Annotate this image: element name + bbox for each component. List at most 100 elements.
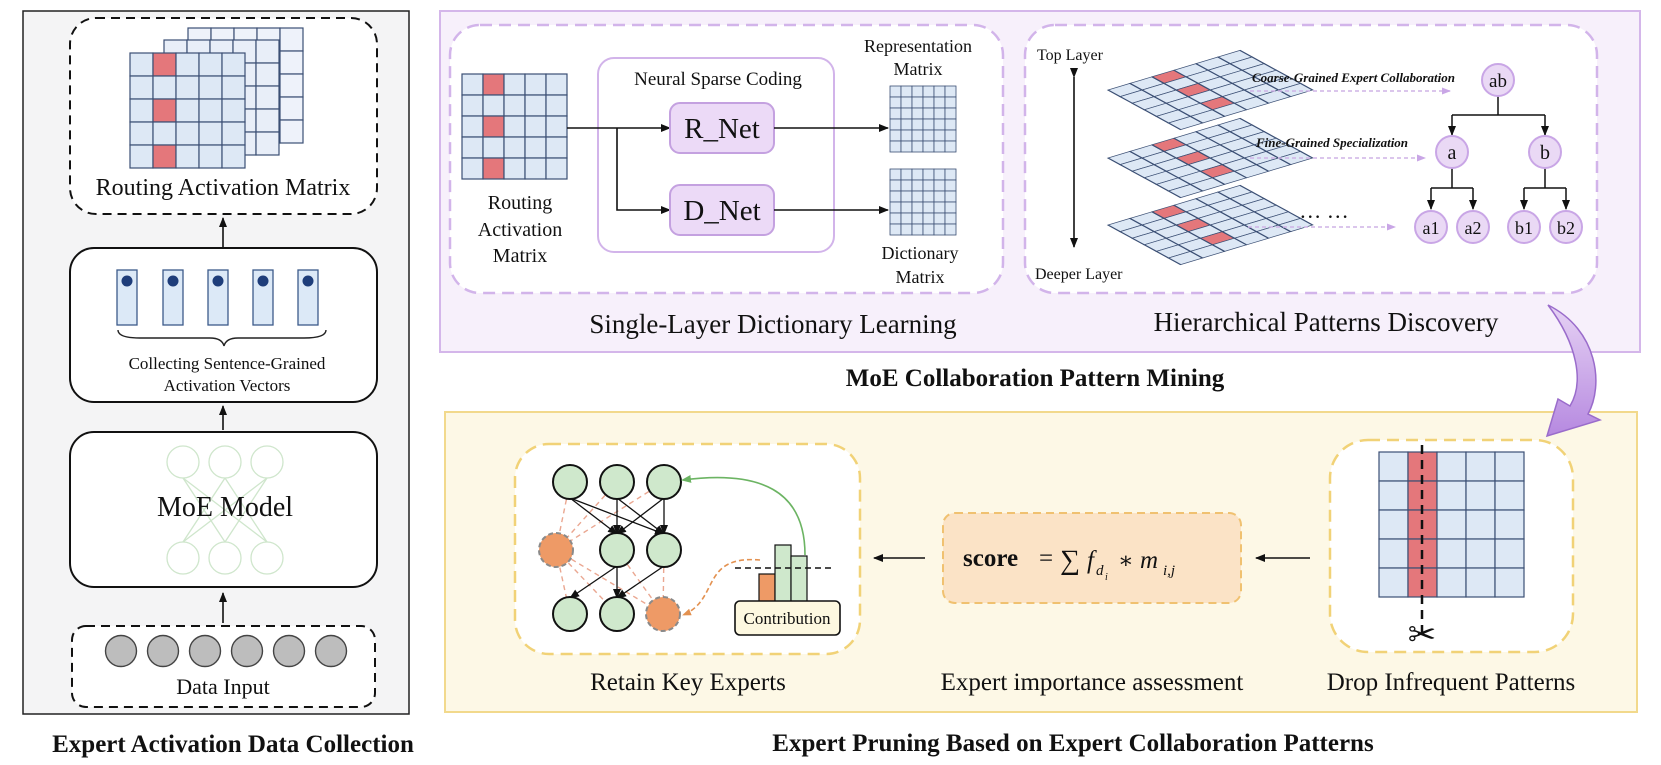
- drop-pattern-matrix: [1378, 451, 1525, 598]
- hierarchical-caption: Hierarchical Patterns Discovery: [1154, 307, 1499, 337]
- tree-node-b1: b1: [1507, 210, 1541, 244]
- activation-vectors: [116, 269, 319, 326]
- matrix-cell: [1494, 567, 1525, 598]
- input-token: [104, 634, 138, 668]
- matrix-cell: [922, 201, 935, 214]
- input-token: [314, 634, 348, 668]
- matrix-cell: [911, 190, 924, 203]
- matrix-cell: [1494, 538, 1525, 569]
- matrix-cell: [255, 62, 280, 87]
- collect-brace: [117, 329, 327, 347]
- matrix-cell: [461, 157, 484, 180]
- fine-label: Fine-Grained Specialization: [1255, 135, 1408, 150]
- matrix-cell: [524, 157, 547, 180]
- matrix-cell: [1436, 567, 1467, 598]
- matrix-cell: [900, 223, 913, 236]
- matrix-cell: [944, 201, 957, 214]
- matrix-cell-active: [152, 52, 177, 77]
- tree-node-a1: a1: [1414, 210, 1448, 244]
- data-input-label: Data Input: [176, 674, 269, 699]
- matrix-cell: [944, 129, 957, 142]
- matrix-cell: [175, 75, 200, 100]
- kept-expert-node: [646, 532, 682, 568]
- matrix-cell: [900, 129, 913, 142]
- matrix-cell: [911, 85, 924, 98]
- matrix-cell: [1465, 538, 1496, 569]
- matrix-cell: [922, 179, 935, 192]
- matrix-cell: [1378, 480, 1409, 511]
- matrix-cell: [911, 179, 924, 192]
- matrix-cell: [944, 96, 957, 109]
- matrix-cell: [944, 212, 957, 225]
- matrix-cell-active: [152, 144, 177, 169]
- matrix-cell: [545, 157, 568, 180]
- activation-vector: [252, 269, 274, 326]
- matrix-cell: [503, 136, 526, 159]
- routing-label-line1: Routing: [488, 192, 552, 214]
- matrix-cell: [545, 115, 568, 138]
- svg-text:∗: ∗: [1118, 548, 1134, 573]
- matrix-cell: [889, 118, 902, 131]
- kept-expert-node: [599, 532, 635, 568]
- matrix-cell: [944, 223, 957, 236]
- matrix-cell: [933, 179, 946, 192]
- expert-nodes: [538, 464, 682, 632]
- svg-text:a1: a1: [1423, 218, 1440, 238]
- data-collection-panel: Routing Activation Matrix Collecting Sen…: [22, 10, 410, 715]
- matrix-cell: [900, 212, 913, 225]
- matrix-cell: [900, 190, 913, 203]
- top-layer-label: Top Layer: [1037, 47, 1104, 64]
- matrix-cell: [152, 121, 177, 146]
- matrix-cell: [503, 115, 526, 138]
- r-net-label: R_Net: [684, 113, 760, 145]
- input-token: [146, 634, 180, 668]
- matrix-cell: [922, 223, 935, 236]
- activation-vector: [116, 269, 138, 326]
- collect-label-line1: Collecting Sentence-Grained: [129, 354, 326, 373]
- kept-expert-connections: [569, 497, 668, 599]
- svg-text:a: a: [1448, 142, 1457, 164]
- matrix-cell: [198, 52, 223, 77]
- matrix-cell: [922, 107, 935, 120]
- assessment-caption: Expert importance assessment: [941, 669, 1244, 696]
- matrix-cell: [944, 179, 957, 192]
- matrix-cell: [944, 107, 957, 120]
- matrix-cell: [933, 85, 946, 98]
- matrix-cell: [911, 96, 924, 109]
- dictionary-matrix: [889, 168, 957, 236]
- tree-node-a2: a2: [1456, 210, 1490, 244]
- matrix-cell: [175, 121, 200, 146]
- matrix-cell: [922, 168, 935, 181]
- matrix-cell: [129, 52, 154, 77]
- deeper-layer-label: Deeper Layer: [1035, 266, 1123, 283]
- matrix-cell: [1378, 451, 1409, 482]
- matrix-cell: [944, 118, 957, 131]
- layer-matrix-top: [1106, 49, 1314, 131]
- matrix-cell: [545, 94, 568, 117]
- matrix-cell: [889, 107, 902, 120]
- matrix-cell: [922, 118, 935, 131]
- matrix-cell: [221, 144, 246, 169]
- matrix-cell: [889, 190, 902, 203]
- activation-vector: [297, 269, 319, 326]
- tree-node-a: a: [1435, 135, 1469, 169]
- matrix-cell: [933, 190, 946, 203]
- pruned-expert-node: [645, 596, 681, 632]
- matrix-cell: [900, 85, 913, 98]
- matrix-cell: [933, 140, 946, 153]
- ellipsis-label: … …: [1299, 198, 1349, 223]
- matrix-cell: [524, 136, 547, 159]
- matrix-cell: [1494, 509, 1525, 540]
- matrix-cell: [944, 168, 957, 181]
- matrix-cell: [175, 98, 200, 123]
- matrix-cell: [900, 107, 913, 120]
- matrix-cell: [461, 136, 484, 159]
- matrix-cell: [1465, 451, 1496, 482]
- svg-text:m: m: [1140, 547, 1158, 574]
- matrix-cell-active: [152, 98, 177, 123]
- matrix-cell: [900, 118, 913, 131]
- matrix-cell: [1436, 480, 1467, 511]
- matrix-cell: [911, 129, 924, 142]
- matrix-cell: [900, 179, 913, 192]
- d-net-label: D_Net: [683, 195, 760, 227]
